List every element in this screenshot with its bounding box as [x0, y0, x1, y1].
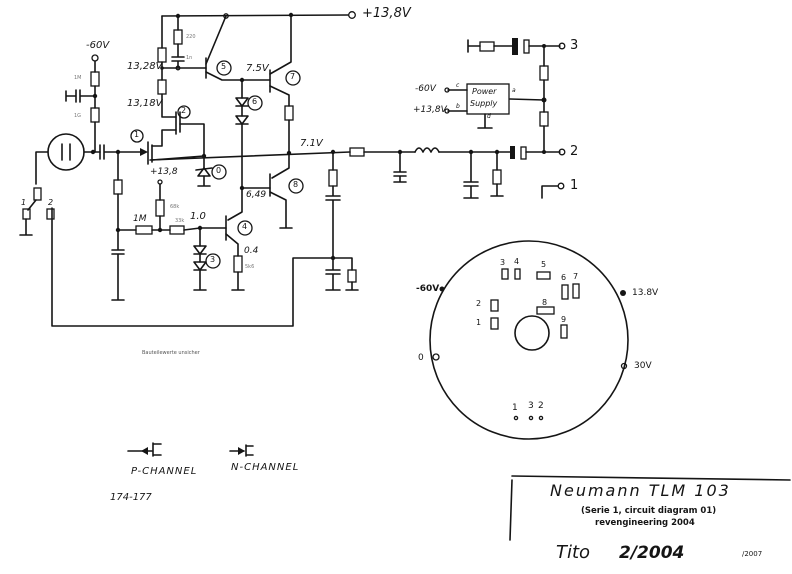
bias-network: [111, 151, 203, 301]
value-1n: 1n: [186, 55, 192, 61]
diagram-title: Neumann TLM 103: [550, 481, 731, 500]
output-rc: [51, 151, 359, 327]
bus-cap-1: [393, 151, 407, 183]
value-68k: 68k: [170, 204, 179, 210]
pcb-part-5: 5: [541, 260, 547, 269]
legend-p-channel-label: P-CHANNEL: [131, 466, 198, 477]
xlr-pin-2-label: 2: [570, 144, 579, 159]
ref-zener-0: 0: [216, 166, 222, 175]
fet-1: [117, 129, 205, 165]
author-signature: Tito: [556, 542, 591, 563]
value-1M: 1M: [74, 75, 82, 81]
label-voltage-13-28: 13,28V: [127, 61, 163, 72]
pcb-part-6: 6: [561, 273, 567, 282]
bus-cap-2: [463, 151, 479, 199]
rc-filter-220-1n: [171, 15, 185, 71]
power-supply-term-a: a: [512, 87, 516, 94]
pcb-pad-0-label: 0: [418, 353, 424, 363]
xlr-output-section: [467, 38, 566, 199]
ref-fet-1: 1: [134, 130, 140, 139]
legend-n-channel-label: N-CHANNEL: [231, 462, 300, 473]
power-supply-term-d: d: [487, 113, 491, 120]
switch-label-2: 2: [48, 198, 54, 207]
transistor-8: [239, 152, 304, 229]
pcb-pin-2: 2: [538, 401, 544, 411]
page-reference: 174-177: [110, 492, 152, 503]
label-voltage-6-49: 6,49: [246, 190, 267, 200]
power-supply-term-c: c: [456, 82, 460, 89]
diode-string-6: [235, 77, 263, 189]
ref-transistor-5: 5: [221, 62, 227, 71]
diode-string-3: [193, 227, 221, 291]
note-values-uncertain: Bauteilewerte unsicher: [142, 350, 200, 356]
pcb-part-8: 8: [542, 298, 548, 307]
power-supply-term-b: b: [456, 103, 460, 110]
ref-diode-3: 3: [210, 255, 216, 264]
power-supply-in-plus13-8: +13,8V: [413, 105, 447, 115]
pcb-pad-13-8-label: 13.8V: [632, 288, 659, 298]
value-1G: 1G: [74, 113, 81, 119]
label-supply-plus-13-8: +13,8V: [362, 6, 411, 21]
power-supply-label-2: Supply: [470, 99, 498, 108]
label-voltage-7-1: 7.1V: [300, 138, 323, 149]
transistor-7: [241, 14, 301, 153]
pattern-switch: [19, 187, 55, 236]
transistor-5: [205, 15, 243, 81]
xlr-pin-3-label: 3: [570, 38, 579, 53]
pcb-part-4: 4: [514, 257, 520, 266]
power-supply-in-minus60: -60V: [415, 84, 436, 94]
bus-resistor: [490, 151, 504, 197]
pcb-pin-3: 3: [528, 401, 534, 411]
value-5k6: 5k6: [245, 264, 254, 270]
pcb-part-7: 7: [573, 272, 579, 281]
divider-resistors: [157, 15, 207, 118]
supply-rail-top: [161, 11, 356, 19]
ref-diode-6: 6: [252, 97, 258, 106]
label-voltage-0-4: 0.4: [244, 246, 259, 256]
title-block-frame: [509, 475, 791, 541]
diagram-subtitle-1: (Serie 1, circuit diagram 01): [581, 506, 717, 516]
label-bias-plus-13-8: +13,8: [150, 167, 178, 177]
pcb-layout: [429, 240, 629, 440]
label-voltage-1-0: 1.0: [190, 211, 206, 222]
date-revised: /2007: [742, 550, 763, 558]
zener-0: [195, 155, 227, 187]
pcb-pad-30-label: 30V: [634, 361, 652, 371]
power-supply-label-1: Power: [472, 87, 497, 96]
ref-transistor-8: 8: [293, 180, 299, 189]
legend-p-channel-symbol: [127, 442, 162, 457]
capsule: [35, 133, 121, 185]
label-voltage-13-18: 13,18V: [127, 98, 163, 109]
xlr-pin-1-label: 1: [570, 178, 579, 193]
ref-transistor-7: 7: [290, 72, 296, 81]
pcb-pin-1: 1: [512, 403, 518, 413]
power-supply-block: [444, 83, 510, 129]
value-33k: 33k: [175, 218, 184, 224]
pcb-part-3: 3: [500, 258, 506, 267]
ref-transistor-4: 4: [242, 222, 248, 231]
label-supply-minus-60: -60V: [86, 40, 110, 51]
pcb-part-2: 2: [476, 299, 482, 308]
pcb-part-1: 1: [476, 318, 482, 327]
diagram-subtitle-2: revengineering 2004: [595, 518, 695, 528]
legend-n-channel-symbol: [229, 444, 254, 457]
switch-label-1: 1: [21, 198, 27, 207]
value-220: 220: [186, 34, 196, 40]
label-voltage-7-5: 7.5V: [246, 63, 269, 74]
transistor-4: [199, 187, 253, 291]
ref-fet-2: 2: [181, 106, 187, 115]
date-signed: 2/2004: [619, 543, 685, 563]
polarization-network: [65, 54, 100, 153]
fet-2: [175, 105, 205, 157]
label-value-1M-bias: 1M: [133, 214, 147, 224]
pcb-pad-minus60-label: -60V: [416, 284, 440, 294]
pcb-part-9: 9: [561, 315, 567, 324]
